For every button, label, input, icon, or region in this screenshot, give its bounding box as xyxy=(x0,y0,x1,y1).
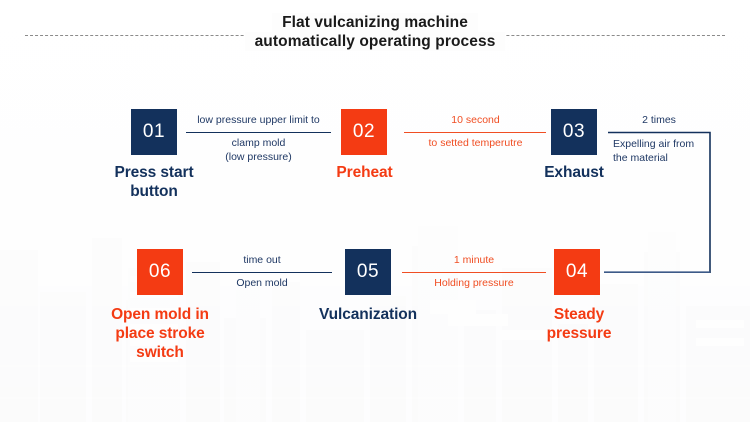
step-box-05[interactable]: 05 xyxy=(345,249,391,295)
connector-01-02-below-line1: clamp mold xyxy=(231,137,286,149)
page-title: Flat vulcanizing machine automatically o… xyxy=(0,13,750,51)
step-box-06[interactable]: 06 xyxy=(137,249,183,295)
step-label-04: Steady pressure xyxy=(520,305,638,343)
connector-03-04-above: 2 times xyxy=(642,114,676,126)
step-label-02: Preheat xyxy=(307,163,422,182)
step-label-03-line1: Exhaust xyxy=(544,164,604,181)
step-label-05-line1: Vulcanization xyxy=(318,306,418,323)
connector-03-04-below-line1: Expelling air from xyxy=(613,138,695,150)
step-label-01-line1: Press start xyxy=(114,164,194,181)
step-number-04: 04 xyxy=(565,261,589,282)
connector-05-06-above: time out xyxy=(243,254,281,266)
title-line-2: automatically operating process xyxy=(244,32,506,51)
title-line-1: Flat vulcanizing machine xyxy=(272,13,478,32)
connector-02-03-above: 10 second xyxy=(451,114,500,126)
connector-03-04-below: Expelling air from the material xyxy=(613,137,709,165)
connector-line-05-06 xyxy=(192,272,332,273)
step-label-01: Press start button xyxy=(94,163,214,201)
connector-04-05-below: Holding pressure xyxy=(434,277,514,289)
step-label-04-line2: pressure xyxy=(546,325,612,342)
step-label-02-line1: Preheat xyxy=(336,164,393,181)
connector-02-03-below: to setted temperutre xyxy=(428,137,523,149)
step-number-02: 02 xyxy=(352,121,376,142)
connector-01-02-below-line2: (low pressure) xyxy=(225,151,292,163)
step-label-01-line2: button xyxy=(130,183,178,200)
step-number-01: 01 xyxy=(142,121,166,142)
step-label-06-line3: switch xyxy=(136,344,184,361)
step-label-06-line2: place stroke xyxy=(115,325,205,342)
connector-01-02-below: clamp mold (low pressure) xyxy=(181,136,336,164)
step-number-06: 06 xyxy=(148,261,172,282)
connector-line-04-05 xyxy=(402,272,546,273)
step-label-06: Open mold in place stroke switch xyxy=(97,305,223,362)
step-label-04-line1: Steady xyxy=(553,306,605,323)
connector-line-02-03 xyxy=(404,132,546,133)
connector-line-01-02 xyxy=(186,132,331,133)
connector-03-04-below-line2: the material xyxy=(613,152,668,164)
step-label-05: Vulcanization xyxy=(308,305,428,324)
step-label-03: Exhaust xyxy=(521,163,627,182)
step-label-06-line1: Open mold in xyxy=(111,306,209,323)
step-number-05: 05 xyxy=(356,261,380,282)
step-number-03: 03 xyxy=(562,121,586,142)
step-box-02[interactable]: 02 xyxy=(341,109,387,155)
step-box-04[interactable]: 04 xyxy=(554,249,600,295)
connector-line-03-04 xyxy=(604,131,711,273)
step-box-01[interactable]: 01 xyxy=(131,109,177,155)
connector-04-05-above: 1 minute xyxy=(453,254,495,266)
connector-05-06-below: Open mold xyxy=(236,277,288,289)
connector-01-02-above: low pressure upper limit to xyxy=(197,114,320,126)
step-box-03[interactable]: 03 xyxy=(551,109,597,155)
